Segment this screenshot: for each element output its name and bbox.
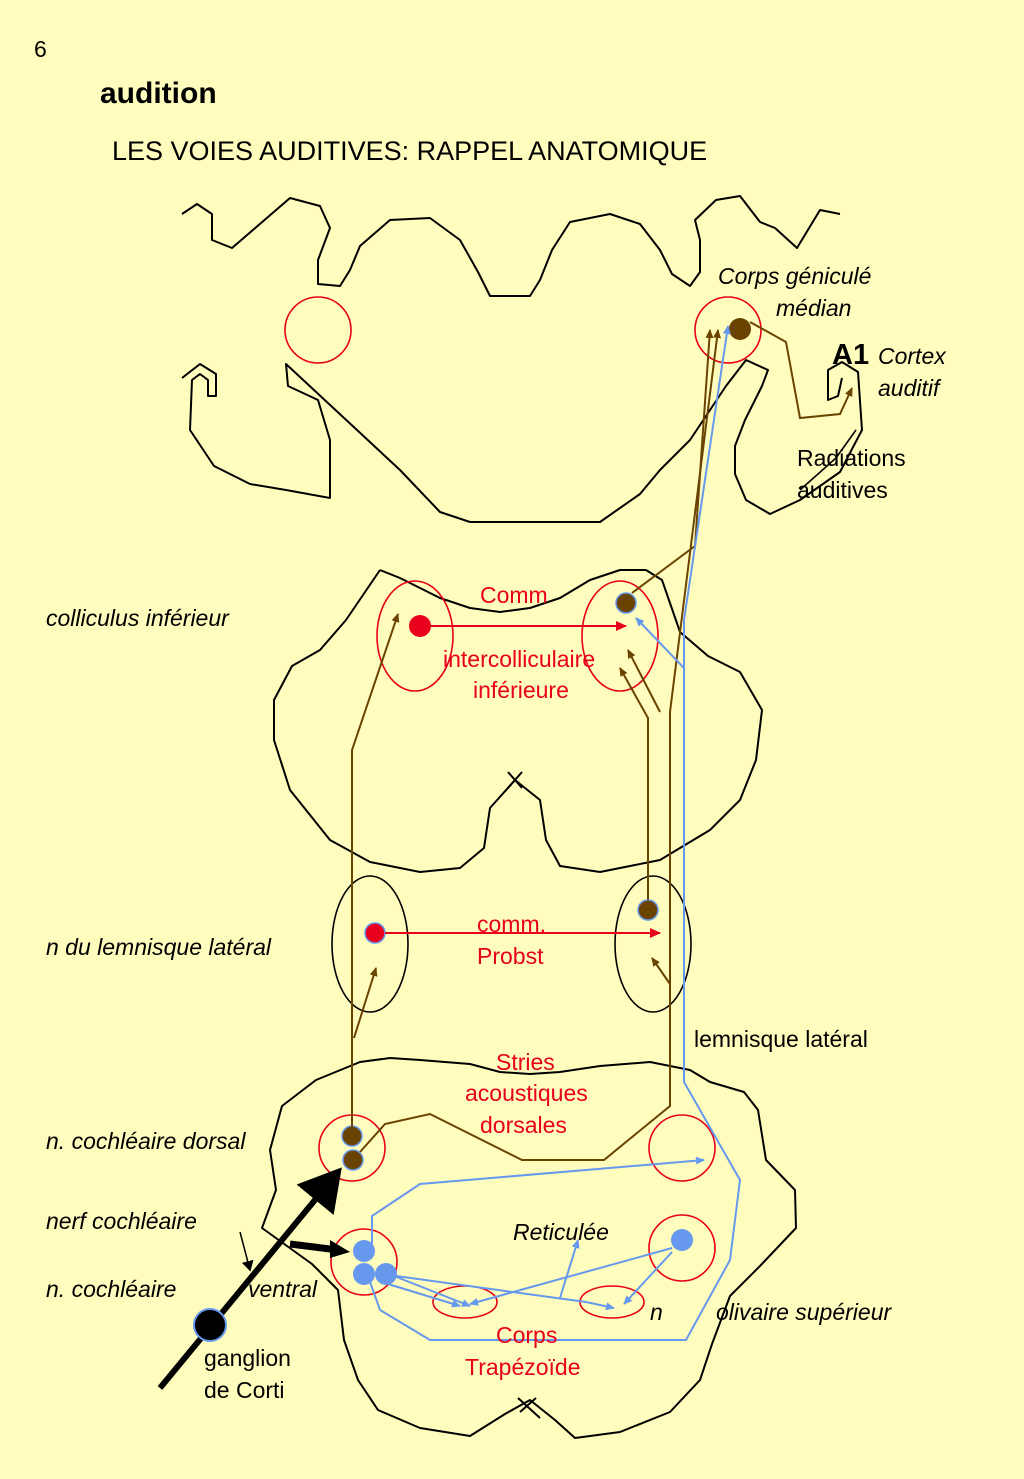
left-medial-geniculate-nucleus — [284, 296, 352, 364]
radiation-leader-line — [799, 429, 857, 491]
stries-label: Stries — [496, 1049, 555, 1075]
reticulee-label: Reticulée — [513, 1219, 609, 1245]
trapezoide-label: Corps — [496, 1322, 557, 1348]
olive-neuron — [671, 1229, 693, 1251]
dorsal-cochlear-neuron — [341, 1125, 363, 1147]
commissure-label-2: intercolliculaire — [443, 646, 595, 672]
dorsal-pathway-lines — [351, 329, 721, 1161]
cortex-label: Cortex — [878, 343, 947, 369]
lemnisque-lateral-label: lemnisque latéral — [694, 1026, 868, 1052]
right-medial-geniculate-nucleus — [694, 296, 762, 364]
trapezoid-nucleus-left — [432, 1285, 498, 1319]
left-lemniscus-neuron — [364, 922, 386, 944]
nerf-cochleaire-label: nerf cochléaire — [46, 1208, 197, 1234]
auditory-radiation-path — [749, 321, 853, 420]
a1-label: A1 — [832, 339, 869, 371]
cochleaire-ventral-label-2: ventral — [248, 1276, 318, 1302]
right-colliculus-nucleus — [581, 580, 659, 692]
trapezoide-label-2: Trapézoïde — [465, 1354, 581, 1380]
lemnisque-nucleus-label: n du lemnisque latéral — [46, 934, 272, 960]
left-lemniscus-nucleus — [331, 875, 409, 1013]
superior-olive-nucleus — [648, 1214, 716, 1282]
ganglion-label: ganglion — [204, 1345, 291, 1371]
brainstem-section-outline — [261, 1057, 797, 1439]
right-lemniscus-neuron — [637, 899, 659, 921]
colliculus-top-edge — [379, 569, 646, 613]
probst-label-2: Probst — [477, 943, 544, 969]
cortex-section-outline — [181, 195, 863, 523]
slide-heading: audition — [100, 77, 217, 110]
colliculus-section-outline — [273, 569, 763, 873]
right-lemniscus-nucleus — [614, 875, 692, 1013]
cochleaire-dorsal-label: n. cochléaire dorsal — [46, 1128, 246, 1154]
dorsal-cochlear-neuron — [342, 1149, 364, 1171]
n-label: n — [650, 1299, 663, 1325]
probst-label: comm. — [477, 911, 546, 937]
cochlear-nerve — [157, 1167, 350, 1390]
radiations-label: Radiations — [797, 445, 906, 471]
ganglion-label-2: de Corti — [204, 1377, 285, 1403]
geniculate-neuron — [729, 318, 751, 340]
commissure-label: Comm — [480, 582, 548, 608]
right-colliculus-neuron — [615, 592, 637, 614]
ventral-pathway-lines — [369, 325, 742, 1341]
cortex-label-2: auditif — [878, 375, 942, 401]
left-colliculus-neuron — [409, 615, 431, 637]
corps-genicule-label-2: médian — [776, 295, 851, 321]
brainstem-midline-mark — [517, 1397, 541, 1419]
colliculus-label: colliculus inférieur — [46, 605, 230, 631]
corps-genicule-label: Corps géniculé — [718, 263, 871, 289]
radiations-label-2: auditives — [797, 477, 888, 503]
ventral-cochlear-neuron — [375, 1263, 397, 1285]
cochleaire-ventral-label: n. cochléaire — [46, 1276, 176, 1302]
commissure-label-3: inférieure — [473, 677, 569, 703]
page-number: 6 — [34, 36, 47, 62]
corti-ganglion-cell — [193, 1308, 227, 1342]
colliculus-midline-mark — [507, 771, 523, 789]
left-colliculus-nucleus — [376, 580, 454, 692]
ventral-cochlear-nucleus — [330, 1228, 398, 1296]
stries-label-2: acoustiques — [465, 1080, 588, 1106]
slide-subtitle: LES VOIES AUDITIVES: RAPPEL ANATOMIQUE — [112, 136, 707, 166]
right-dorsal-cochlear-nucleus — [648, 1114, 716, 1182]
ventral-cochlear-neuron — [353, 1263, 375, 1285]
stries-label-3: dorsales — [480, 1112, 567, 1138]
ventral-cochlear-neuron — [353, 1240, 375, 1262]
olivaire-label: olivaire supérieur — [716, 1299, 892, 1325]
